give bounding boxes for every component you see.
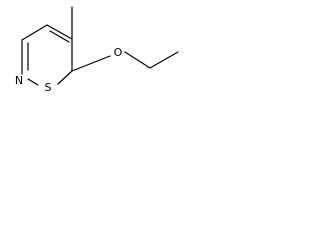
atom-label-s: S <box>45 81 52 94</box>
bond-c4-c5 <box>46 24 73 40</box>
structure-diagram: N S O <box>15 6 179 94</box>
bond-c4-c5-double <box>49 30 70 43</box>
atom-label-n: N <box>15 74 23 87</box>
bond-ch2-ch3 <box>149 51 179 69</box>
atom-label-o: O <box>114 46 123 59</box>
bond-o-ch2 <box>124 51 151 69</box>
bond-c3-c4 <box>21 24 48 41</box>
bond-s-n <box>27 78 39 86</box>
bond-c6-s <box>57 70 73 85</box>
bond-c6-o <box>71 55 111 72</box>
